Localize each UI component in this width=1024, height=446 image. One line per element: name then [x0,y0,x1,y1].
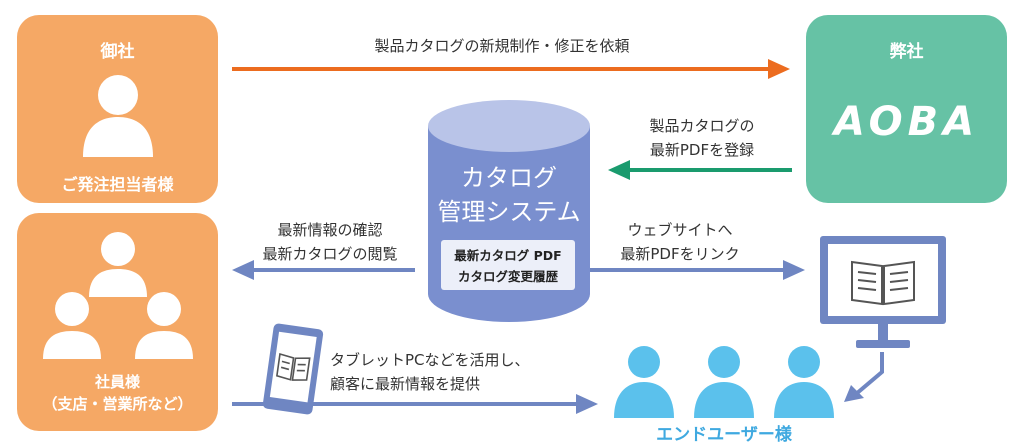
system-content-line1: 最新カタログ PDF [454,248,562,263]
system-title-line1: カタログ [461,164,557,192]
website-label-line1: ウェブサイトへ [627,221,733,239]
staff-group-icon [43,232,193,359]
staff-sublabel: （支店・営業所など） [42,395,193,413]
monitor-icon [820,236,946,348]
register-arrow [608,160,792,180]
tablet-icon [262,323,324,415]
system-title-line2: 管理システム [437,198,581,226]
check-arrow [232,260,415,280]
vendor-title: 弊社 [889,42,924,62]
vendor-box: 弊社 AOBA [806,15,1007,203]
staff-label: 社員様 [94,373,140,391]
register-label-line1: 製品カタログの [649,117,755,135]
client-title: 御社 [100,42,135,62]
monitor-to-users-arrow [844,352,884,402]
check-label-line2: 最新カタログの閲覧 [262,245,398,263]
tablet-label-line2: 顧客に最新情報を提供 [330,375,481,393]
tablet-label-line1: タブレットPCなどを活用し、 [330,351,530,369]
system-content-line2: カタログ変更履歴 [457,269,558,284]
contact-label: ご発注担当者様 [61,175,174,194]
check-label-line1: 最新情報の確認 [277,221,383,239]
end-users-icon [614,346,834,418]
open-book-icon [851,260,915,306]
order-request-arrow [232,59,790,79]
register-label-line2: 最新PDFを登録 [649,141,755,159]
client-staff-box: 社員様 （支店・営業所など） [17,213,218,431]
person-icon [83,75,153,157]
website-arrow [578,260,805,280]
end-users-label: エンドユーザー様 [656,425,792,445]
client-contact-box: 御社 ご発注担当者様 [17,15,218,203]
website-label-line2: 最新PDFをリンク [620,245,740,263]
system-content-panel: 最新カタログ PDF カタログ変更履歴 [441,240,575,290]
order-request-label: 製品カタログの新規制作・修正を依頼 [374,37,630,55]
vendor-logo: AOBA [833,99,980,145]
